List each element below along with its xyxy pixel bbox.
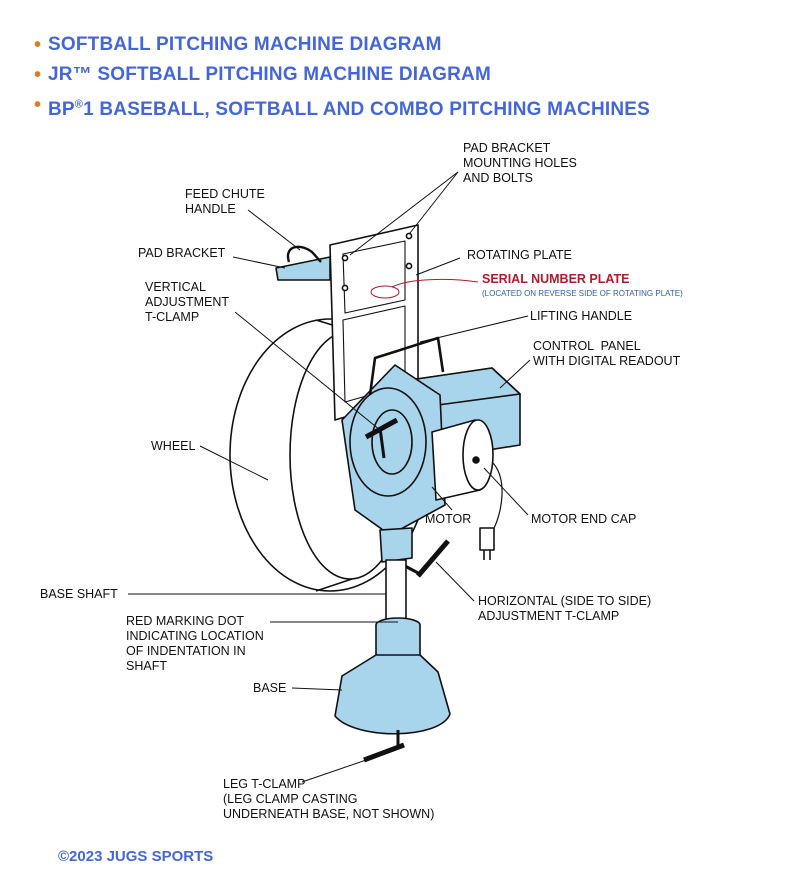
leader-vertical-clamp [234, 311, 381, 431]
label-motor: MOTOR [425, 512, 471, 526]
label-control-panel: CONTROL PANEL WITH DIGITAL READOUT [533, 339, 681, 368]
leader-lines [128, 171, 531, 783]
motor-end-cap-shape [462, 419, 494, 491]
bp1-link-post: 1 BASEBALL, SOFTBALL AND COMBO PITCHING … [83, 99, 651, 121]
label-red-marking-dot: RED MARKING DOT INDICATING LOCATION OF I… [126, 614, 267, 673]
bp1-link-pre: BP [48, 99, 75, 121]
bullet-icon: • [34, 64, 42, 86]
diagram-links-list: • SOFTBALL PITCHING MACHINE DIAGRAM • JR… [34, 30, 650, 120]
machine-illustration [229, 224, 521, 763]
shaft-collar-shape [379, 527, 413, 563]
link-item-jr-softball: • JR™ SOFTBALL PITCHING MACHINE DIAGRAM [34, 60, 650, 90]
label-horizontal-clamp: HORIZONTAL (SIDE TO SIDE) ADJUSTMENT T-C… [478, 594, 655, 623]
leader-pad-bracket [232, 256, 286, 269]
mounting-hole-shape [341, 284, 349, 292]
registered-mark: ® [74, 99, 84, 111]
leader-pad-bracket-holes [349, 171, 459, 256]
serial-recess-shape [342, 240, 406, 314]
leader-feed-chute-handle [247, 209, 301, 251]
vertical-clamp-stem [378, 427, 386, 459]
leader-base [291, 687, 343, 691]
copyright-text: ©2023 JUGS SPORTS [58, 848, 214, 865]
leader-horizontal-clamp [435, 561, 475, 602]
mounting-hole-shape [341, 254, 349, 262]
serial-plate-marker [370, 285, 400, 299]
lifting-handle-shape [368, 336, 445, 396]
motor-cord-shape [491, 461, 503, 529]
label-pad-bracket-holes: PAD BRACKET MOUNTING HOLES AND BOLTS [463, 141, 580, 185]
leader-motor-end-cap [483, 467, 529, 516]
wheel-tread-line [315, 578, 353, 592]
label-rotating-plate: ROTATING PLATE [467, 248, 572, 262]
leader-pad-bracket-holes [409, 171, 459, 234]
label-serial-note: (LOCATED ON REVERSE SIDE OF ROTATING PLA… [482, 289, 683, 298]
pad-bracket-shape [275, 256, 331, 281]
bullet-icon: • [34, 34, 42, 56]
feed-chute-handle-shape [286, 245, 322, 263]
leader-leg-clamp [301, 757, 373, 783]
leader-serial-plate [391, 278, 479, 288]
label-base-shaft: BASE SHAFT [40, 587, 118, 601]
bullet-icon: • [34, 94, 42, 116]
leader-rotating-plate [415, 257, 461, 276]
base-shaft-shape [385, 559, 407, 623]
leader-wheel [199, 445, 269, 481]
mounting-hole-shape [405, 232, 413, 240]
label-feed-chute-handle: FEED CHUTE HANDLE [185, 187, 268, 216]
label-leg-clamp: LEG T-CLAMP (LEG CLAMP CASTING UNDERNEAT… [223, 777, 434, 821]
link-item-softball: • SOFTBALL PITCHING MACHINE DIAGRAM [34, 30, 650, 60]
link-item-bp1: • BP®1 BASEBALL, SOFTBALL AND COMBO PITC… [34, 90, 650, 120]
label-pad-bracket: PAD BRACKET [138, 246, 226, 260]
horizontal-clamp-shape [416, 539, 450, 578]
motor-end-cap-bolt [472, 456, 480, 464]
leader-control-panel [499, 359, 531, 389]
leader-lifting-handle [419, 315, 529, 343]
mount-ring-inner-shape [371, 409, 413, 475]
label-vertical-clamp: VERTICAL ADJUSTMENT T-CLAMP [145, 280, 232, 324]
softball-diagram-link[interactable]: SOFTBALL PITCHING MACHINE DIAGRAM [48, 34, 442, 55]
jr-softball-diagram-link[interactable]: JR™ SOFTBALL PITCHING MACHINE DIAGRAM [48, 64, 491, 85]
label-lifting-handle: LIFTING HANDLE [530, 309, 632, 323]
label-base: BASE [253, 681, 286, 695]
label-motor-end-cap: MOTOR END CAP [531, 512, 636, 526]
mounting-hole-shape [405, 262, 413, 270]
diagram-labels: PAD BRACKET MOUNTING HOLES AND BOLTS FEE… [40, 141, 683, 821]
horizontal-clamp-stem [404, 564, 421, 576]
motor-plug-shape [479, 527, 495, 551]
leader-motor [431, 486, 453, 511]
label-serial-number-plate: SERIAL NUMBER PLATE [482, 272, 629, 286]
label-wheel: WHEEL [151, 439, 196, 453]
bp1-machines-link[interactable]: BP®1 BASEBALL, SOFTBALL AND COMBO PITCHI… [48, 99, 650, 120]
base-shape [334, 654, 451, 735]
